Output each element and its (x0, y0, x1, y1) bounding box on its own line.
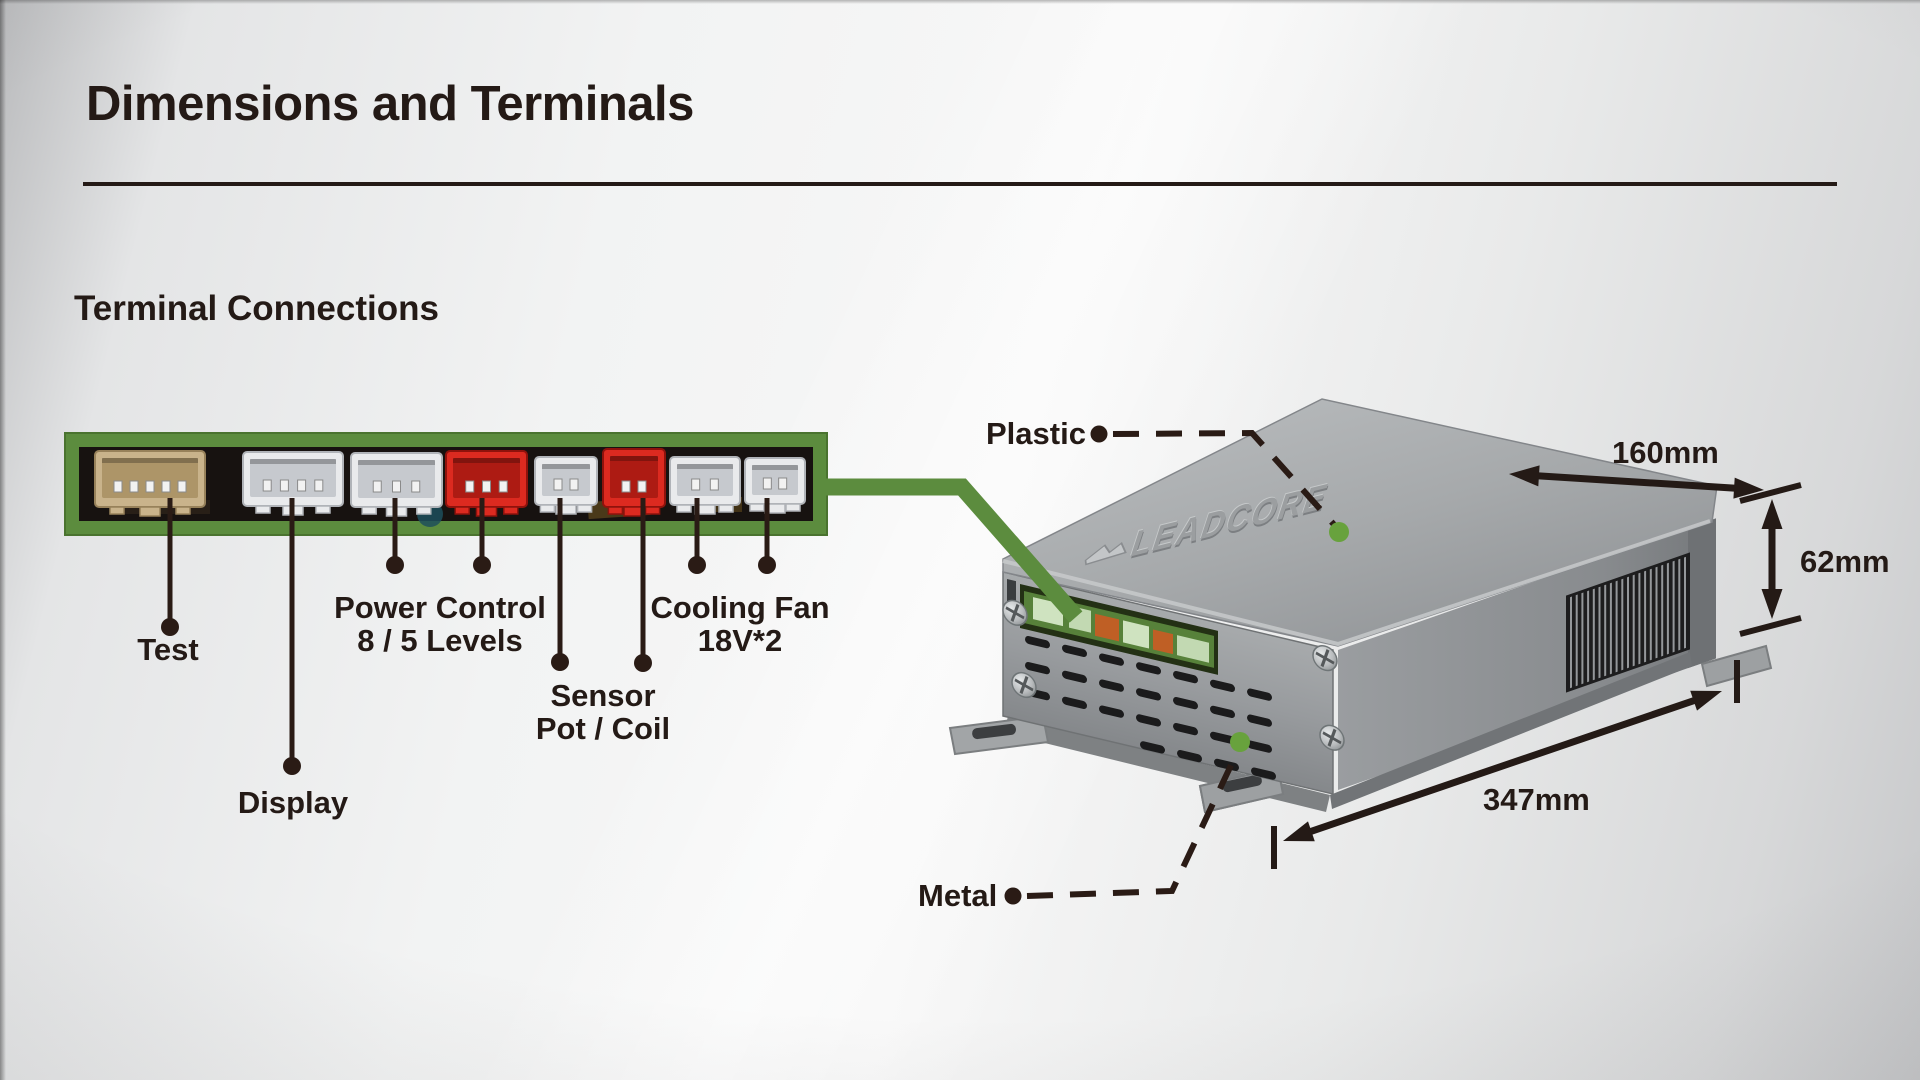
screw (1319, 724, 1345, 751)
label-test-line: Test (137, 632, 199, 667)
label-sensor: Sensor Pot / Coil (536, 679, 670, 745)
label-power-line2: 8 / 5 Levels (357, 623, 523, 658)
device-illustration: LEADCORE LEADCORE LEADCORE (948, 398, 1773, 814)
title-divider (83, 182, 1837, 186)
terminal-strip (64, 432, 828, 536)
device-top-cover: LEADCORE LEADCORE LEADCORE (1002, 398, 1718, 647)
power-connector-1 (350, 452, 443, 517)
display-connector (242, 451, 344, 516)
metal-marker-dot (1230, 732, 1250, 752)
dimension-tick (1739, 615, 1802, 637)
label-cooling-line1: Cooling Fan (650, 590, 830, 625)
screw (1011, 671, 1037, 699)
cover-edge-highlight (1002, 519, 1711, 647)
page-title: Dimensions and Terminals (86, 77, 694, 131)
sensor-connector-1 (534, 456, 598, 515)
power-connector-2 (445, 450, 528, 517)
leader-line (386, 498, 404, 574)
leader-line (551, 498, 569, 671)
terminal-connection-line (822, 478, 1083, 623)
screws (1002, 599, 1345, 751)
heatsink-fins (1566, 552, 1690, 693)
leader-line (473, 498, 491, 574)
label-cooling-fan: Cooling Fan 18V*2 (650, 591, 829, 657)
section-heading: Terminal Connections (74, 289, 439, 328)
label-length-347mm: 347mm (1483, 782, 1590, 817)
label-cooling-line2: 18V*2 (697, 623, 783, 658)
label-test: Test (137, 633, 198, 666)
label-metal: Metal (918, 878, 998, 913)
leader-line (283, 498, 301, 775)
label-sensor-line2: Pot / Coil (535, 711, 671, 746)
device-underside (1330, 652, 1692, 809)
leader-line (634, 498, 652, 672)
dimension-arrow (1509, 465, 1764, 499)
plastic-marker-dot (1329, 522, 1349, 542)
label-width-160mm: 160mm (1612, 435, 1719, 470)
plastic-dashed-line (1112, 429, 1340, 531)
screw (1312, 645, 1338, 672)
dimension-arrow (1283, 690, 1722, 842)
callout-dot (1090, 425, 1108, 443)
dimension-arrow (1761, 499, 1783, 619)
test-connector (94, 450, 206, 517)
leader-line (688, 498, 706, 574)
callout-leader-lines (161, 498, 776, 775)
sensor-connector-2 (602, 448, 666, 517)
cooling-connector-2 (744, 457, 806, 514)
callout-dot (1004, 887, 1022, 905)
label-height-62mm: 62mm (1800, 544, 1890, 579)
metal-callout (1004, 732, 1250, 905)
screw (1002, 599, 1028, 626)
plastic-callout (1090, 425, 1349, 542)
cooling-connector-1 (669, 456, 741, 515)
leader-line (161, 498, 179, 636)
leader-line (758, 498, 776, 574)
dimension-annotations (1271, 465, 1802, 869)
label-display-line: Display (237, 785, 349, 820)
label-display: Display (238, 786, 348, 819)
dimension-tick (1739, 482, 1802, 504)
label-power-line1: Power Control (334, 590, 546, 625)
label-plastic: Plastic (986, 416, 1086, 451)
device-right-face (1338, 518, 1716, 790)
label-sensor-line1: Sensor (550, 678, 656, 713)
metal-dashed-line (1026, 744, 1243, 899)
label-power-control: Power Control 8 / 5 Levels (334, 591, 546, 657)
